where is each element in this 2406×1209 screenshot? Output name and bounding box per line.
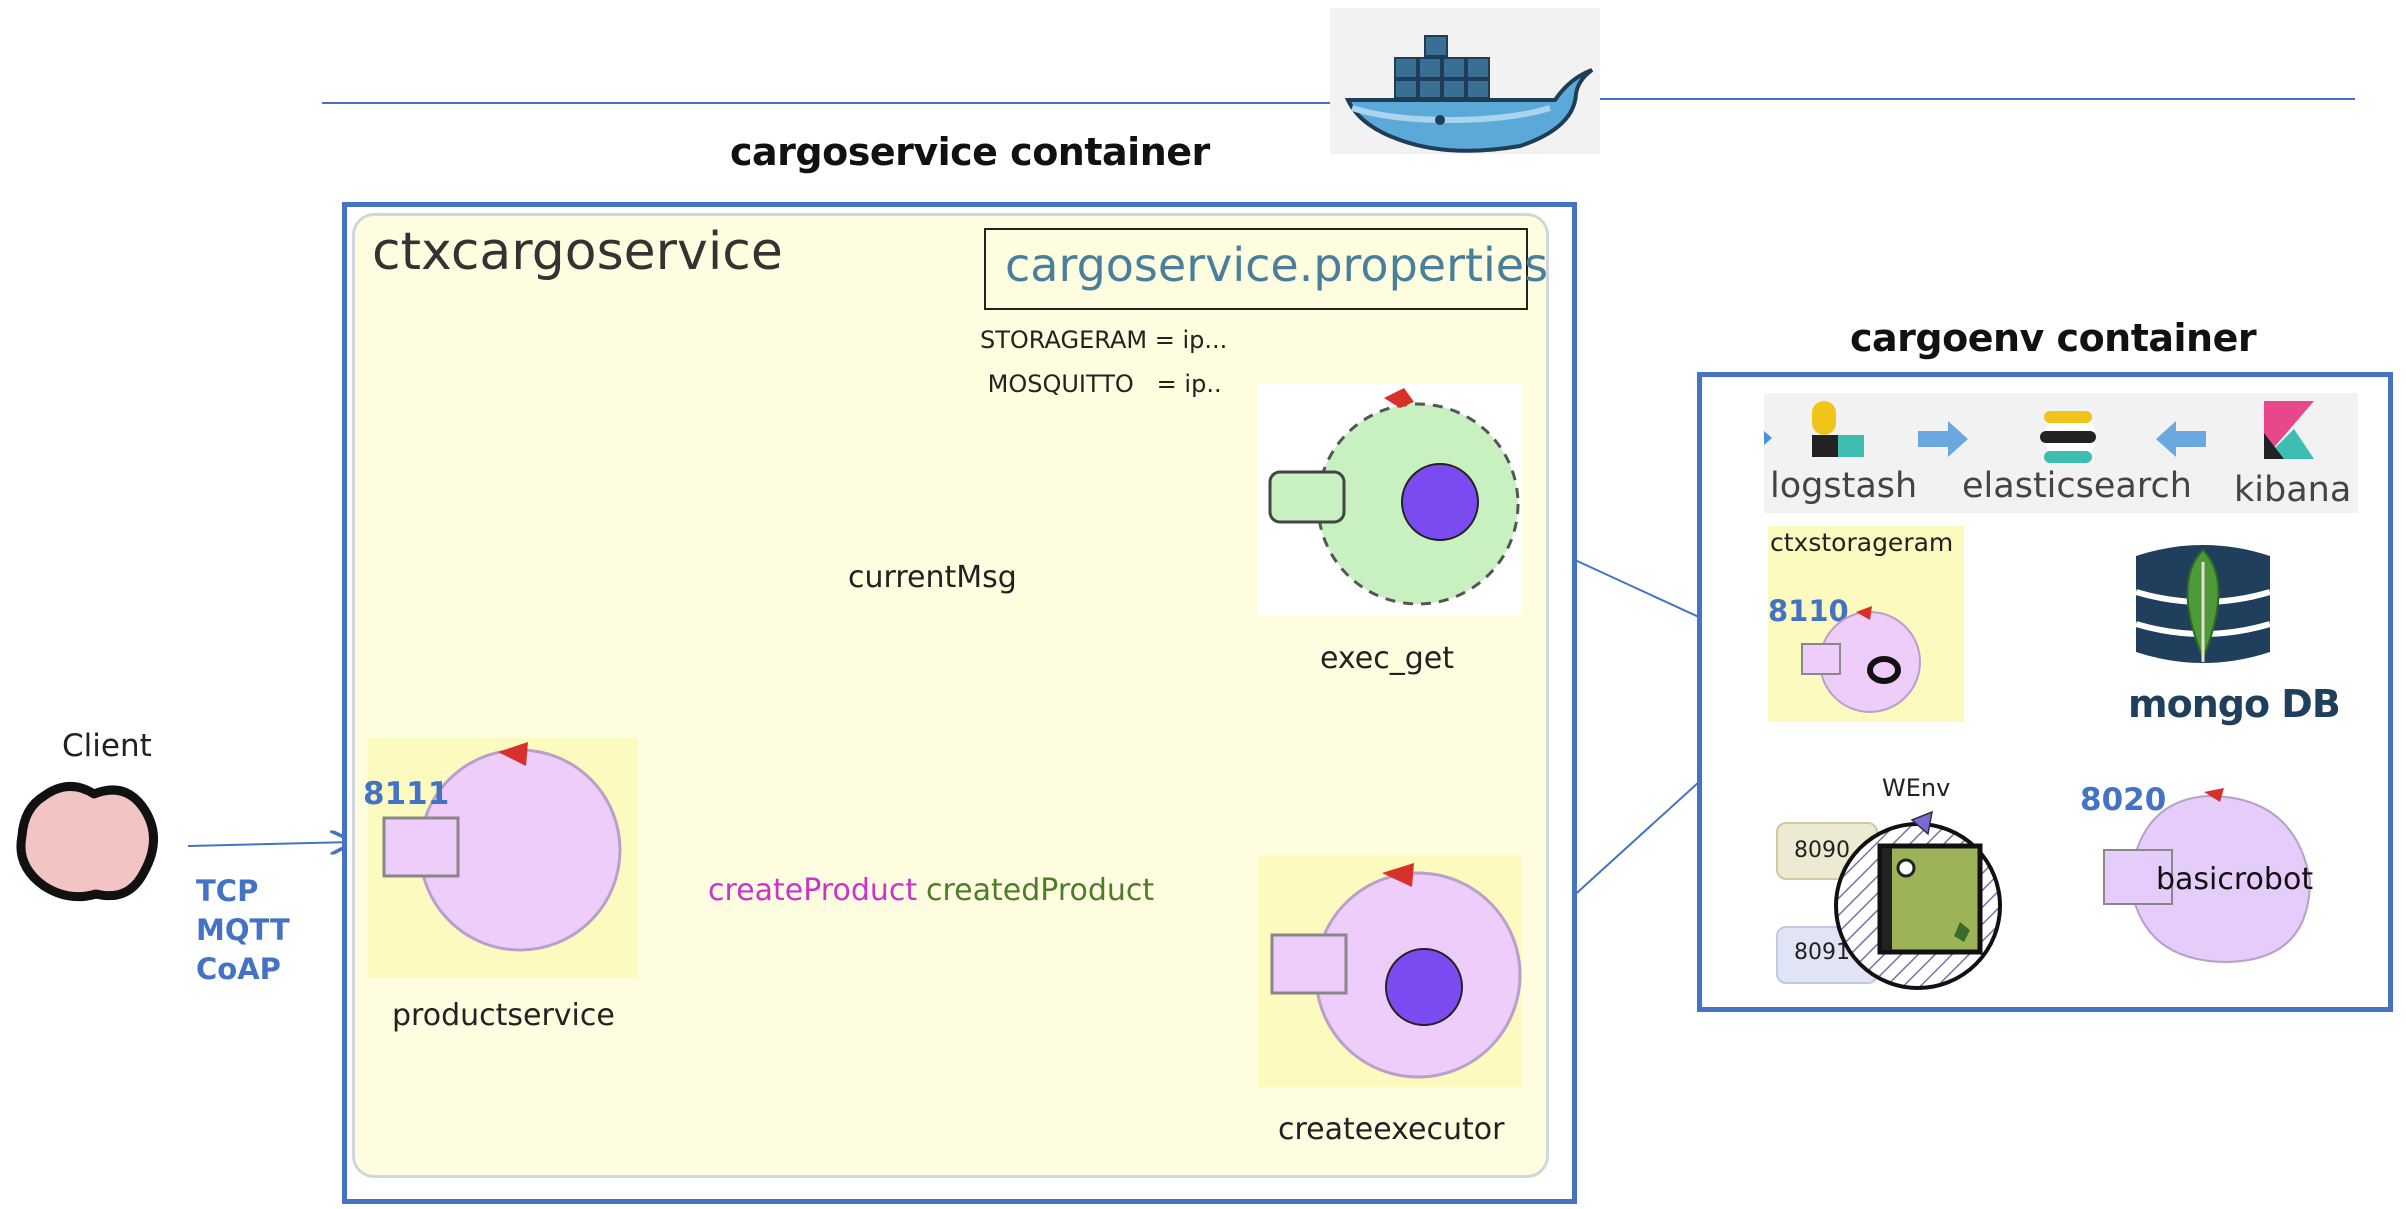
client-label: Client	[62, 728, 152, 764]
context-name: ctxcargoservice	[372, 222, 783, 282]
exec-get-actor[interactable]	[1258, 384, 1522, 616]
created-product-label: createdProduct	[926, 873, 1155, 908]
current-msg-label: currentMsg	[848, 560, 1017, 595]
properties-file-box	[984, 228, 1528, 310]
storageram-actor[interactable]	[1800, 600, 1930, 720]
productservice-port: 8111	[363, 776, 450, 812]
basicrobot-port: 8020	[2080, 782, 2167, 818]
protocol-list: TCP MQTT CoAP	[196, 872, 290, 989]
logstash-label: logstash	[1770, 466, 1918, 506]
mongodb-label: mongo DB	[2128, 682, 2341, 726]
property-storageram: STORAGERAM = ip...	[980, 326, 1228, 354]
wenv-port-8090: 8090	[1794, 838, 1850, 863]
elasticsearch-label: elasticsearch	[1962, 466, 2192, 506]
cargoservice-container-title: cargoservice container	[730, 130, 1210, 174]
protocol-mqtt: MQTT	[196, 913, 290, 947]
productservice-label: productservice	[392, 998, 615, 1033]
storageram-port: 8110	[1768, 594, 1849, 628]
wenv-actor[interactable]	[1826, 808, 2010, 992]
kibana-label: kibana	[2234, 470, 2352, 510]
exec-get-label: exec_get	[1320, 641, 1454, 676]
properties-file-name: cargoservice.properties	[1005, 238, 1549, 292]
protocol-coap: CoAP	[196, 952, 281, 986]
wenv-label: WEnv	[1882, 774, 1951, 802]
mongodb-logo	[2135, 545, 2271, 663]
create-product-label: createProduct	[708, 873, 918, 908]
client-shape	[16, 782, 158, 902]
elk-icons	[1764, 401, 2314, 463]
property-mosquitto: MOSQUITTO = ip..	[980, 370, 1222, 398]
docker-logo	[1330, 8, 1600, 154]
basicrobot-label: basicrobot	[2156, 862, 2314, 897]
basicrobot-actor[interactable]	[2100, 784, 2320, 974]
ctxstorageram-label: ctxstorageram	[1770, 528, 1954, 557]
protocol-tcp: TCP	[196, 874, 259, 908]
createexecutor-label: createexecutor	[1278, 1112, 1505, 1147]
productservice-actor[interactable]	[368, 738, 638, 978]
wenv-port-8091: 8091	[1794, 940, 1850, 965]
cargoenv-container-title: cargoenv container	[1850, 316, 2257, 360]
createexecutor-actor[interactable]	[1258, 855, 1522, 1087]
